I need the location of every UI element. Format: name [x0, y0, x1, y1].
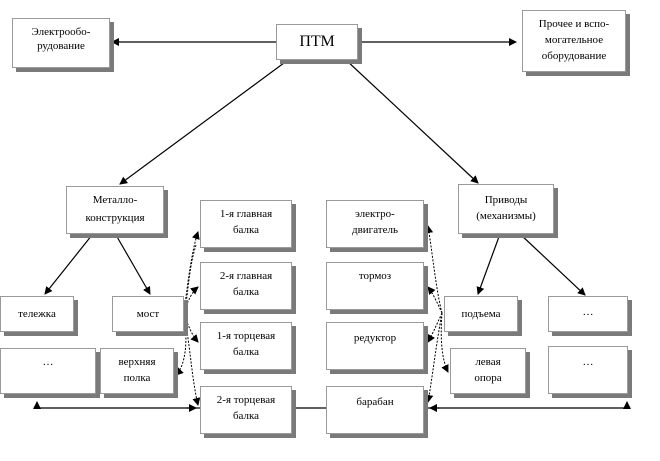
node-ellipsis-right-bottom-label: … [582, 356, 594, 368]
node-end-beam-1-line1: 1-я торцевая [216, 330, 276, 342]
arrow-drives-to-ellipsis [519, 233, 586, 296]
arrow-metal-to-bridge [115, 234, 151, 295]
node-main-beam-1: 1-я главная балка [200, 200, 292, 248]
node-left-support: левая опора [450, 348, 526, 394]
node-metal-line1: Металло- [92, 194, 138, 206]
bracket-bridge-end1 [183, 312, 199, 343]
node-ellipsis-left-label: … [42, 356, 54, 368]
bracket-lifting-reducer [427, 312, 443, 343]
node-ellipsis-right-top: … [548, 296, 628, 332]
node-ptm-label: ПТМ [299, 33, 335, 50]
node-electrical-line1: Электрообо- [31, 26, 91, 38]
node-reducer: редуктор [326, 322, 424, 370]
bracket-bridge-beam1 [183, 231, 200, 314]
arrow-drives-to-lifting [476, 233, 501, 295]
node-drum-label: барабан [356, 396, 394, 408]
node-upper-belt-line1: верхняя [118, 356, 156, 368]
node-ellipsis-right-top-label: … [582, 306, 594, 318]
node-brake-label: тормоз [358, 270, 392, 282]
node-trolley: тележка [0, 296, 74, 332]
node-electric-motor-line1: электро- [355, 208, 395, 220]
node-electric-motor-line2: двигатель [352, 224, 398, 236]
node-main-beam-2: 2-я главная балка [200, 262, 292, 310]
node-upper-belt: верхняя полка [100, 348, 174, 394]
node-end-beam-1-line2: балка [232, 346, 260, 358]
node-other-line2: могательное [544, 34, 604, 46]
bracket-upper-belt [175, 312, 187, 376]
arrow-root-to-metal [119, 59, 289, 185]
bracket-lifting-support [440, 312, 449, 373]
node-main-beam-1-line2: балка [232, 224, 260, 236]
node-metal-line2: конструкция [85, 212, 145, 224]
node-lifting-label: подъема [461, 308, 501, 320]
node-left-support-line2: опора [474, 372, 502, 384]
node-left-support-line1: левая [475, 356, 501, 368]
node-electrical: Электрообо- рудование [12, 18, 110, 68]
node-bridge-label: мост [136, 308, 160, 320]
node-drum: барабан [326, 386, 424, 434]
node-end-beam-2-line1: 2-я торцевая [216, 394, 276, 406]
node-main-beam-2-line1: 2-я главная [219, 270, 273, 282]
node-electric-motor: электро- двигатель [326, 200, 424, 248]
node-lifting: подъема [444, 296, 518, 332]
node-bridge: мост [112, 296, 184, 332]
node-other-equipment: Прочее и вспо- могательное оборудование [522, 10, 626, 72]
node-upper-belt-line2: полка [123, 372, 151, 384]
arrow-metal-to-trolley [44, 234, 93, 295]
node-end-beam-2: 2-я торцевая балка [200, 386, 292, 434]
node-end-beam-1: 1-я торцевая балка [200, 322, 292, 370]
bracket-bridge-end2 [183, 312, 201, 406]
node-ptm: ПТМ [276, 24, 358, 60]
bracket-lifting-motor [425, 225, 443, 314]
bracket-bridge-to-beams [183, 244, 197, 314]
node-drives-line1: Приводы [484, 194, 528, 206]
node-drives-line2: (механизмы) [476, 210, 536, 222]
bracket-lifting-drum [425, 312, 443, 403]
node-end-beam-2-line2: балка [232, 410, 260, 422]
arrow-root-to-drives [345, 59, 479, 184]
node-reducer-label: редуктор [353, 332, 397, 344]
node-drives: Приводы (механизмы) [458, 184, 554, 234]
node-brake: тормоз [326, 262, 424, 310]
node-main-beam-2-line2: балка [232, 286, 260, 298]
node-other-line1: Прочее и вспо- [538, 18, 610, 30]
bracket-bridge-beam2 [183, 286, 199, 314]
node-trolley-label: тележка [18, 308, 56, 320]
node-electrical-line2: рудование [37, 40, 85, 52]
node-ellipsis-right-bottom: … [548, 346, 628, 394]
node-main-beam-1-line1: 1-я главная [219, 208, 273, 220]
bracket-lifting-brake [427, 286, 443, 314]
node-ellipsis-left: … [0, 348, 96, 394]
node-metal-structure: Металло- конструкция [66, 186, 164, 234]
node-other-line3: оборудование [541, 50, 607, 62]
